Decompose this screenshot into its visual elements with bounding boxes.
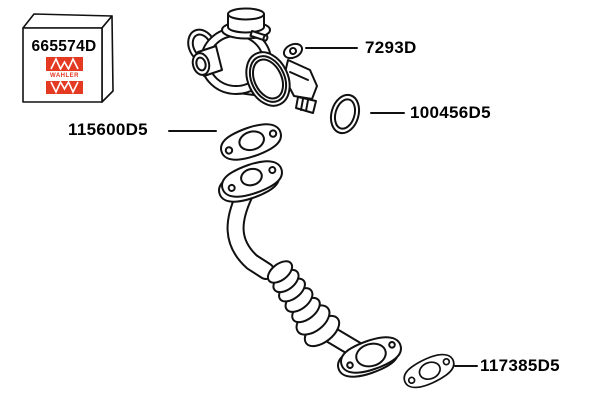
part-label-gasket-upper: 115600D5	[68, 120, 148, 139]
brand-name-label: WAHLER	[46, 70, 83, 81]
brand-zigzag-bottom-icon	[50, 81, 79, 94]
brand-zigzag-top-icon	[50, 57, 79, 70]
upper-gasket-drawing	[216, 118, 286, 166]
box-part-number: 665574D	[31, 38, 97, 55]
o-ring-drawing	[329, 93, 361, 135]
lower-gasket-drawing	[399, 348, 459, 394]
egr-valve-drawing	[187, 7, 318, 114]
part-label-oring: 100456D5	[410, 103, 491, 122]
part-label-valve: 7293D	[365, 38, 417, 57]
part-label-gasket-lower: 117385D5	[480, 356, 560, 375]
wahler-logo: WAHLER	[46, 57, 83, 94]
egr-pipe-drawing	[214, 155, 406, 383]
